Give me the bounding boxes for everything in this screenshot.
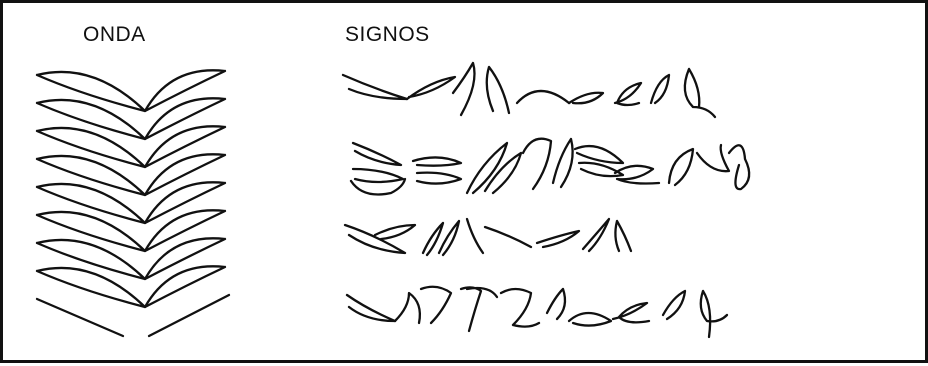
signos-sign — [351, 167, 405, 184]
signos-sign — [611, 301, 651, 324]
signos-sign — [683, 67, 717, 119]
signos-sign — [343, 223, 407, 255]
figure-art — [35, 61, 751, 339]
onda-right-stroke — [143, 237, 227, 281]
signos-sign — [545, 287, 567, 321]
signos-sign — [567, 311, 613, 327]
signos-sign — [521, 137, 553, 191]
signos-sign — [613, 81, 643, 107]
onda-label: ONDA — [83, 23, 146, 46]
signos-sign — [465, 217, 485, 255]
signos-sign — [699, 289, 729, 339]
signos-sign — [405, 75, 457, 101]
onda-left-tail — [35, 297, 125, 338]
onda-right-stroke — [143, 209, 227, 253]
signos-row-3 — [343, 217, 633, 257]
signos-sign — [465, 141, 509, 195]
signos-sign — [345, 293, 397, 323]
signos-sign — [614, 219, 633, 253]
signos-sign — [459, 286, 499, 333]
signos-row-1 — [341, 61, 717, 119]
signos-sign — [373, 223, 417, 241]
signos-sign — [695, 143, 731, 173]
signos-sign — [515, 89, 571, 105]
signos-sign — [499, 287, 541, 328]
signos-sign — [451, 61, 476, 117]
signos-sign — [535, 229, 581, 249]
signos-sign — [437, 219, 461, 257]
signos-sign — [421, 221, 445, 257]
onda-right-stroke — [143, 265, 227, 309]
signos-sign — [411, 156, 463, 167]
signos-sign — [485, 65, 511, 115]
onda-right-stroke — [143, 69, 227, 113]
onda-right-stroke — [143, 97, 227, 141]
signos-sign — [483, 151, 523, 195]
signos-sign — [667, 147, 695, 187]
signos-sign — [573, 144, 625, 165]
signos-sign — [415, 171, 463, 185]
signos-sign — [483, 225, 533, 249]
onda-right-stroke — [143, 125, 227, 169]
onda-right-column — [143, 69, 231, 338]
signos-sign — [551, 137, 574, 189]
signos-sign — [613, 164, 661, 185]
signos-sign — [349, 177, 407, 196]
signos-row-4 — [345, 285, 729, 339]
signos-label: SIGNOS — [345, 23, 430, 46]
signos-row-2 — [349, 137, 751, 196]
onda-right-stroke — [143, 181, 227, 225]
onda-right-tail — [147, 293, 231, 338]
signos-sign — [727, 144, 751, 191]
signos-sign — [341, 73, 409, 101]
onda-left-column — [35, 70, 147, 338]
signos-sign — [581, 217, 611, 253]
signos-sign — [577, 161, 625, 178]
signos-sign — [661, 289, 687, 321]
signos-sign — [419, 285, 453, 325]
signos-sign — [351, 141, 403, 167]
signos-sign — [649, 73, 671, 105]
onda-right-stroke — [143, 153, 227, 197]
signos-sign — [393, 291, 422, 325]
signos-sign — [567, 91, 605, 105]
